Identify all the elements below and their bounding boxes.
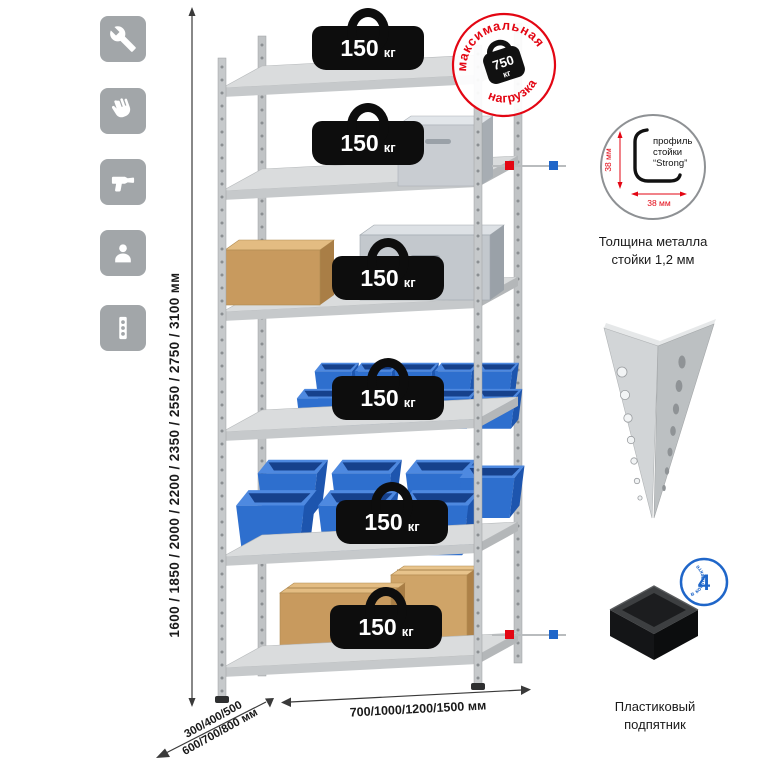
connector-line-bottom <box>492 634 566 636</box>
max-load-stamp: максимальная нагрузка 750 кг <box>442 5 557 118</box>
upright-post-illustration <box>603 319 716 519</box>
upright-icon <box>100 305 146 351</box>
profile-cross-section-diagram: 38 мм 38 мм профиль стойки “Strong” <box>600 114 706 220</box>
marker-red-bottom <box>505 630 514 639</box>
plastic-foot-illustration: 4 в комплекте <box>609 557 729 660</box>
person-icon <box>100 230 146 276</box>
height-dimensions-label: 1600 / 1850 / 2000 / 2200 / 2350 / 2550 … <box>167 272 182 638</box>
foot-count-badge: 4 в комплекте <box>679 557 729 607</box>
glove-icon <box>100 88 146 134</box>
marker-blue-top <box>549 161 558 170</box>
marker-blue-bottom <box>549 630 558 639</box>
wrench-icon <box>100 16 146 62</box>
profile-caption: Толщина металла стойки 1,2 мм <box>598 234 708 268</box>
width-arrow <box>281 685 531 707</box>
height-arrow <box>188 7 196 707</box>
connector-line-top <box>492 165 566 167</box>
profile-dim-horizontal: 38 мм <box>647 198 671 208</box>
depth-arrow <box>156 698 274 758</box>
drill-icon <box>100 159 146 205</box>
stamp-value: 750 <box>491 52 516 73</box>
marker-red-top <box>505 161 514 170</box>
profile-dim-vertical: 38 мм <box>603 148 613 172</box>
stamp-unit: кг <box>502 67 513 79</box>
foot-caption: Пластиковый подпятник <box>614 699 696 733</box>
cardboard-box-small <box>224 239 335 306</box>
profile-label-1: профиль <box>653 136 692 147</box>
profile-label-2: стойки <box>653 147 682 158</box>
foot-badge-count: 4 <box>698 570 711 595</box>
profile-label-3: “Strong” <box>653 158 687 169</box>
